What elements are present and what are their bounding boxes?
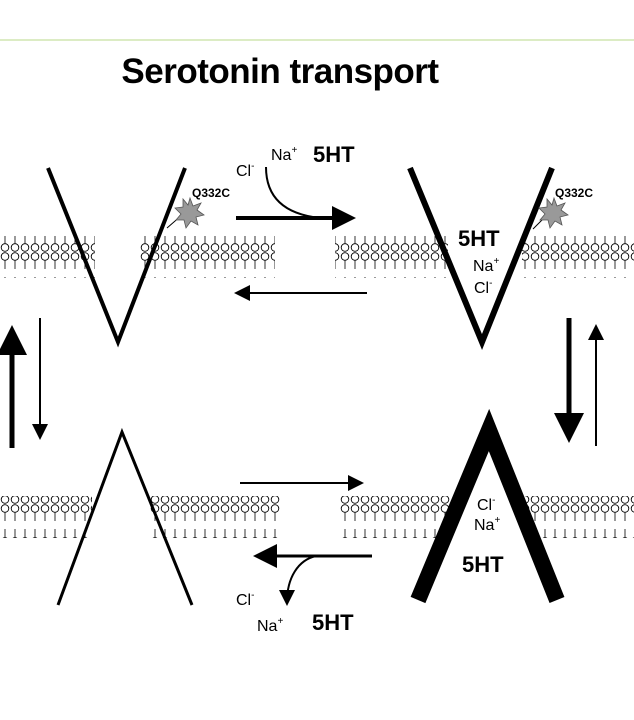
mutation-label: Q332C <box>192 186 230 200</box>
transporter-shape <box>46 167 187 348</box>
membrane-segment <box>0 236 95 278</box>
transporter-shape <box>410 408 565 604</box>
membrane-segment <box>140 236 275 278</box>
ion-merge-curve <box>265 166 321 219</box>
transporter-shape <box>56 427 194 606</box>
mutation-star-icon <box>174 196 205 229</box>
left-conformational-step <box>0 318 48 448</box>
membrane-segment <box>0 496 92 538</box>
bound-chloride-label: Cl- <box>474 278 492 297</box>
bound-sodium-label: Na+ <box>473 256 499 275</box>
ion-release-curve <box>279 555 317 606</box>
bound-sodium-label: Na+ <box>474 515 500 534</box>
chloride-label: Cl- <box>236 161 254 180</box>
serotonin-label: 5HT <box>313 142 355 167</box>
membrane-segment <box>340 496 450 538</box>
transporter-shape <box>407 166 555 350</box>
binding-step: Na+ 5HT Cl- <box>234 142 367 301</box>
release-step: Cl- Na+ 5HT <box>236 475 372 635</box>
transporter-inward-open-left <box>0 427 280 606</box>
right-conformational-step <box>554 318 604 446</box>
mutation-star-icon <box>538 196 569 229</box>
bound-serotonin-label: 5HT <box>462 552 504 577</box>
page-title: Serotonin transport <box>121 52 439 91</box>
membrane-segment <box>150 496 280 538</box>
bound-serotonin-label: 5HT <box>458 226 500 251</box>
bound-chloride-label: Cl- <box>477 495 495 514</box>
membrane-segment <box>522 236 634 278</box>
serotonin-label: 5HT <box>312 610 354 635</box>
membrane-segment <box>335 236 448 278</box>
sodium-label: Na+ <box>271 145 297 164</box>
mutation-label: Q332C <box>555 186 593 200</box>
transporter-outward-open-left: Q332C <box>0 167 275 348</box>
transporter-inward-open-right: Cl- Na+ 5HT <box>340 408 634 604</box>
sodium-label: Na+ <box>257 616 283 635</box>
chloride-label: Cl- <box>236 590 254 609</box>
membrane-segment <box>525 496 634 538</box>
transporter-substrate-bound-right: Q332C 5HT Na+ Cl- <box>335 166 634 350</box>
